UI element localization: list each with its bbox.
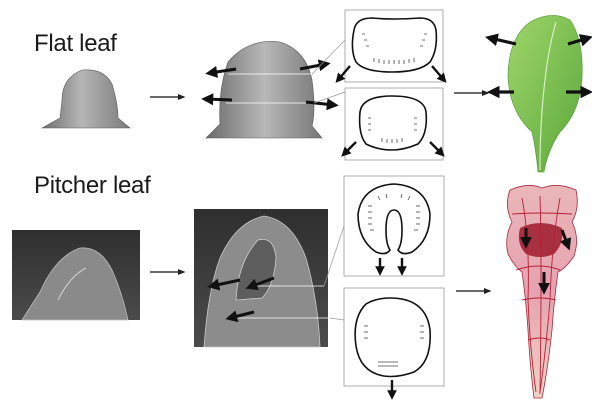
pitcher-primordium-sem-large	[194, 209, 344, 347]
pitcher-cross-section-upper	[344, 176, 444, 276]
flat-primordium-sem	[42, 70, 130, 128]
flat-cross-section-lower	[344, 88, 443, 160]
pitcher-primordium-sem	[12, 230, 140, 320]
leaf-growth-arrow-icon	[490, 38, 516, 44]
pitcher-cross-section-lower	[344, 288, 444, 396]
lateral-growth-arrow-icon	[206, 99, 232, 100]
mature-pitcher-leaf	[507, 185, 578, 398]
flat-primordium-sem-large	[206, 40, 345, 138]
flat-cross-section-upper	[338, 10, 444, 82]
mature-flat-leaf	[490, 15, 588, 172]
